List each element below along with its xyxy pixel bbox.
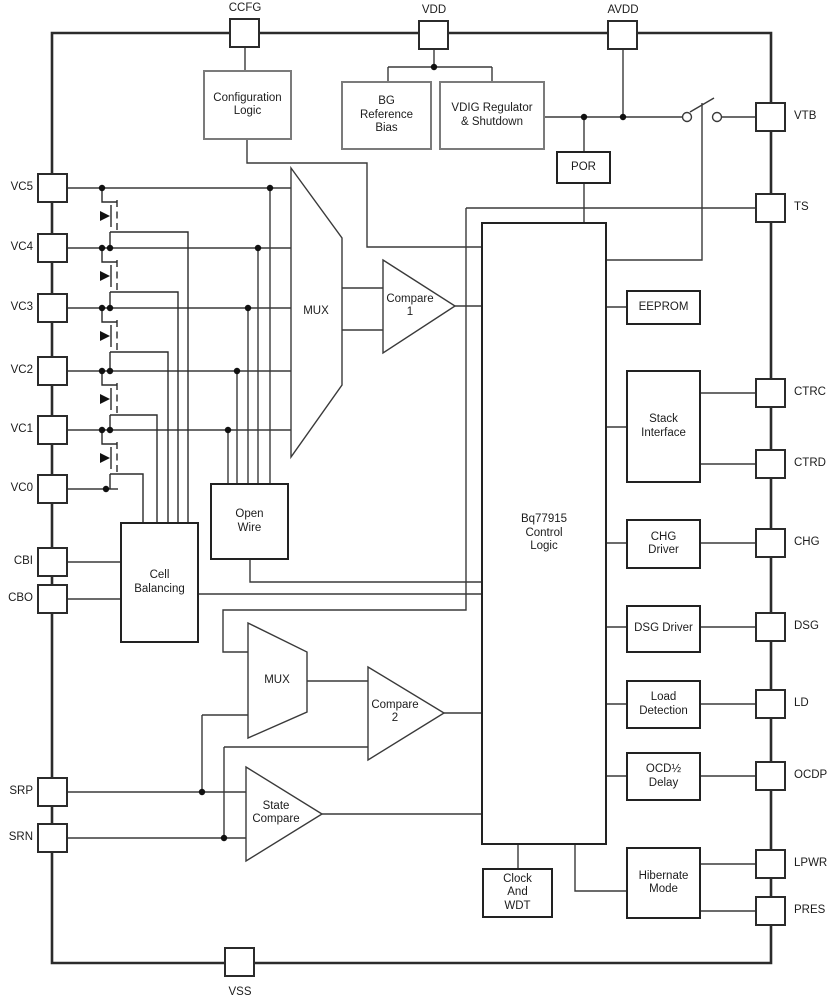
pin-chg <box>755 528 786 558</box>
mux1-shape <box>290 165 343 460</box>
pin-vc4-label: VC4 <box>10 241 33 253</box>
pin-lpwr <box>755 849 786 879</box>
block-bg-reference-bias: BG Reference Bias <box>341 81 432 150</box>
pin-ctrc-label: CTRC <box>794 386 826 398</box>
pin-srn <box>37 823 68 853</box>
pin-ctrd-label: CTRD <box>794 457 826 469</box>
pin-vdd <box>418 20 449 50</box>
pin-pres <box>755 896 786 926</box>
pin-lpwr-label: LPWR <box>794 857 828 869</box>
pin-chg-label: CHG <box>794 536 820 548</box>
pin-cbo-label: CBO <box>8 592 33 604</box>
block-dsg-driver: DSG Driver <box>626 605 701 653</box>
mux1-label: MUX <box>303 305 329 317</box>
block-load-detection: Load Detection <box>626 680 701 729</box>
pin-ld <box>755 689 786 719</box>
switch-icon <box>681 97 723 123</box>
block-eeprom: EEPROM <box>626 290 701 325</box>
pin-avdd <box>607 20 638 50</box>
compare1-label: Compare 1 <box>386 293 434 318</box>
block-stack-interface-label: Stack Interface <box>641 413 686 439</box>
compare1-shape <box>382 258 457 355</box>
pin-vc1-label: VC1 <box>10 423 33 435</box>
pin-vc5 <box>37 173 68 203</box>
block-por: POR <box>556 151 611 184</box>
block-clock-wdt-label: Clock And WDT <box>503 872 532 912</box>
block-ocd-delay-label: OCD½ Delay <box>645 763 682 789</box>
pin-ccfg <box>229 18 260 48</box>
pin-vc0-label: VC0 <box>10 482 33 494</box>
pin-ctrd <box>755 449 786 479</box>
pin-vss-label: VSS <box>228 986 252 998</box>
pin-srp <box>37 777 68 807</box>
compare2-shape <box>367 665 446 762</box>
mux2-label: MUX <box>264 674 290 686</box>
cell-balance-fets <box>100 188 189 522</box>
block-open-wire-label: Open Wire <box>235 508 264 534</box>
pin-vc0 <box>37 474 68 504</box>
block-control-logic-label: Bq77915 Control Logic <box>520 513 568 553</box>
fet-arrows <box>100 211 110 463</box>
state-compare-label: State Compare <box>252 800 300 825</box>
pin-dsg-label: DSG <box>794 620 819 632</box>
pin-vdd-label: VDD <box>421 4 447 16</box>
block-hibernate-mode: Hibernate Mode <box>626 847 701 919</box>
chip-boundary <box>50 31 773 965</box>
pin-cbi <box>37 547 68 577</box>
block-cell-balancing-label: Cell Balancing <box>134 569 185 595</box>
pin-cbi-label: CBI <box>13 555 33 567</box>
block-clock-wdt: Clock And WDT <box>482 868 553 918</box>
pin-dsg <box>755 612 786 642</box>
pin-ocdp <box>755 761 786 791</box>
block-open-wire: Open Wire <box>210 483 289 560</box>
block-load-detection-label: Load Detection <box>639 691 688 717</box>
block-stack-interface: Stack Interface <box>626 370 701 483</box>
pin-vc4 <box>37 233 68 263</box>
pin-avdd-label: AVDD <box>607 4 639 16</box>
pin-vc2 <box>37 356 68 386</box>
pin-vc3 <box>37 293 68 323</box>
block-eeprom-label: EEPROM <box>638 300 689 313</box>
block-vdig-regulator: VDIG Regulator & Shutdown <box>439 81 545 150</box>
pin-vc1 <box>37 415 68 445</box>
pin-vtb <box>755 102 786 132</box>
pin-ts <box>755 193 786 223</box>
pin-vc5-label: VC5 <box>10 181 33 193</box>
compare2-label: Compare 2 <box>371 699 419 724</box>
block-configuration-logic: Configuration Logic <box>203 70 292 140</box>
pin-vc3-label: VC3 <box>10 301 33 313</box>
mux2-shape <box>247 621 308 740</box>
block-control-logic: Bq77915 Control Logic <box>481 222 607 845</box>
pin-srp-label: SRP <box>9 785 33 797</box>
pin-srn-label: SRN <box>8 831 33 843</box>
pin-ts-label: TS <box>794 201 809 213</box>
state-compare-shape <box>245 765 324 863</box>
pin-ccfg-label: CCFG <box>228 2 262 14</box>
block-chg-driver: CHG Driver <box>626 519 701 569</box>
block-cell-balancing: Cell Balancing <box>120 522 199 643</box>
block-configuration-logic-label: Configuration Logic <box>213 91 282 118</box>
pin-ld-label: LD <box>794 697 809 709</box>
pin-vc2-label: VC2 <box>10 364 33 376</box>
pin-vss <box>224 947 255 977</box>
block-por-label: POR <box>571 160 596 173</box>
pin-pres-label: PRES <box>794 904 826 916</box>
pin-cbo <box>37 584 68 614</box>
block-hibernate-mode-label: Hibernate Mode <box>638 869 689 896</box>
wires <box>68 48 755 912</box>
junction-dots <box>98 63 627 842</box>
pin-ocdp-label: OCDP <box>794 769 828 781</box>
block-ocd-delay: OCD½ Delay <box>626 752 701 801</box>
block-bg-reference-bias-label: BG Reference Bias <box>359 95 414 135</box>
block-chg-driver-label: CHG Driver <box>648 530 679 557</box>
pin-ctrc <box>755 378 786 408</box>
pin-vtb-label: VTB <box>794 110 817 122</box>
block-dsg-driver-label: DSG Driver <box>634 622 693 635</box>
block-vdig-regulator-label: VDIG Regulator & Shutdown <box>451 102 533 128</box>
